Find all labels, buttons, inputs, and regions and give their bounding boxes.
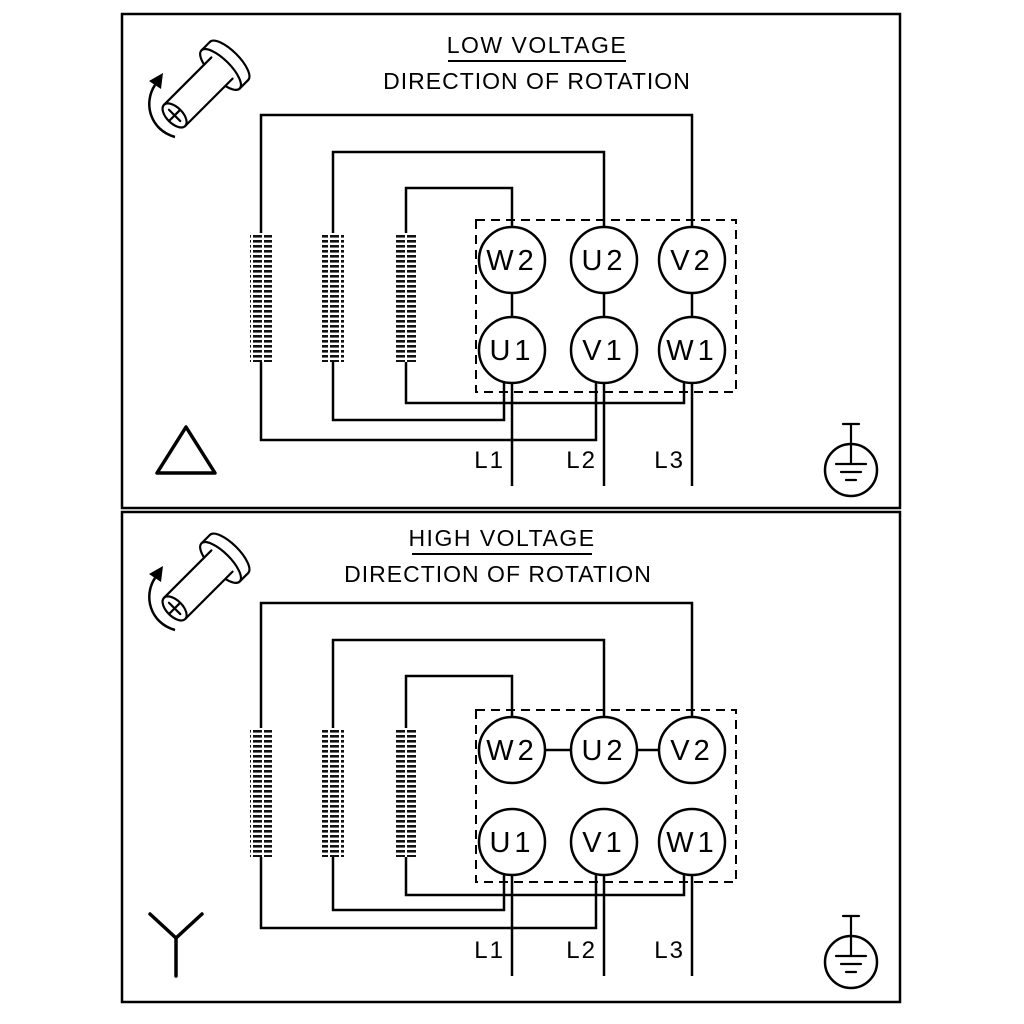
terminal-label: V2 (670, 735, 713, 767)
terminal-u2: U2 (569, 715, 639, 785)
earth-ground-icon (823, 422, 879, 498)
star-symbol-icon (148, 912, 204, 978)
winding-wire (404, 857, 686, 897)
supply-line-label: L3 (654, 937, 685, 964)
supply-line-wires (510, 875, 694, 976)
supply-line-label: L3 (654, 447, 685, 474)
winding-wire (259, 857, 598, 930)
terminal-label: W1 (666, 335, 718, 367)
stator-coil (322, 728, 344, 857)
motor-rotation-icon (147, 526, 257, 635)
terminal-label: U2 (581, 735, 626, 767)
winding-wire (259, 362, 598, 442)
winding-wires-top (259, 601, 694, 728)
winding-wire (331, 150, 606, 233)
stator-coil (322, 233, 344, 362)
supply-line-label: L1 (474, 447, 505, 474)
winding-wire (259, 113, 694, 233)
high-voltage-panel: HIGH VOLTAGE DIRECTION OF ROTATION (120, 510, 902, 1004)
winding-wire (331, 362, 506, 422)
stator-coil (250, 728, 272, 857)
winding-wire (331, 638, 606, 728)
terminal-label: U2 (581, 245, 626, 277)
terminal-w2: W2 (477, 715, 547, 785)
terminal-label: W1 (666, 827, 718, 859)
terminal-label: U1 (489, 335, 534, 367)
delta-symbol-icon (155, 425, 217, 475)
terminal-u1: U1 (477, 315, 547, 385)
winding-wire (404, 186, 514, 233)
terminal-label: V1 (582, 335, 625, 367)
panel-title: LOW VOLTAGE (447, 32, 628, 58)
panel-subtitle: DIRECTION OF ROTATION (383, 68, 691, 94)
terminal-label: V2 (670, 245, 713, 277)
terminal-board-outline (475, 709, 737, 883)
terminal-circle (657, 807, 727, 877)
terminal-label: V1 (582, 827, 625, 859)
panel-frame (120, 510, 902, 1004)
stator-coils (250, 728, 417, 857)
terminal-circle (477, 807, 547, 877)
winding-wires-top (259, 113, 694, 233)
terminal-v2: V2 (657, 715, 727, 785)
delta-terminal-links (510, 293, 694, 317)
winding-wire (404, 674, 514, 728)
terminal-w1: W1 (657, 315, 727, 385)
panel-subtitle: DIRECTION OF ROTATION (344, 561, 652, 587)
stator-coil (250, 233, 272, 362)
stator-coils (250, 233, 417, 362)
terminal-w2: W2 (477, 225, 547, 295)
terminal-label: W2 (486, 735, 538, 767)
panel-title: HIGH VOLTAGE (408, 525, 595, 551)
terminal-w1: W1 (657, 807, 727, 877)
terminal-board-outline (475, 219, 737, 393)
supply-line-wires (510, 383, 694, 486)
terminal-v1: V1 (569, 807, 639, 877)
stator-coil (395, 728, 417, 857)
terminal-u1: U1 (477, 807, 547, 877)
supply-line-label: L1 (474, 937, 505, 964)
terminal-v1: V1 (569, 315, 639, 385)
winding-wires-bottom (259, 857, 686, 930)
winding-wire (404, 362, 686, 405)
terminal-u2: U2 (569, 225, 639, 295)
terminal-label: U1 (489, 827, 534, 859)
supply-line-label: L2 (566, 937, 597, 964)
terminal-label: W2 (486, 245, 538, 277)
stator-coil (395, 233, 417, 362)
motor-rotation-icon (147, 33, 257, 142)
winding-wire (259, 601, 694, 728)
supply-line-label: L2 (566, 447, 597, 474)
terminal-v2: V2 (657, 225, 727, 295)
panel-frame (120, 12, 902, 510)
earth-ground-icon (823, 914, 879, 990)
low-voltage-panel: LOW VOLTAGE DIRECTION OF ROTATION (120, 12, 902, 510)
winding-wire (331, 857, 506, 912)
terminal-circle (569, 807, 639, 877)
